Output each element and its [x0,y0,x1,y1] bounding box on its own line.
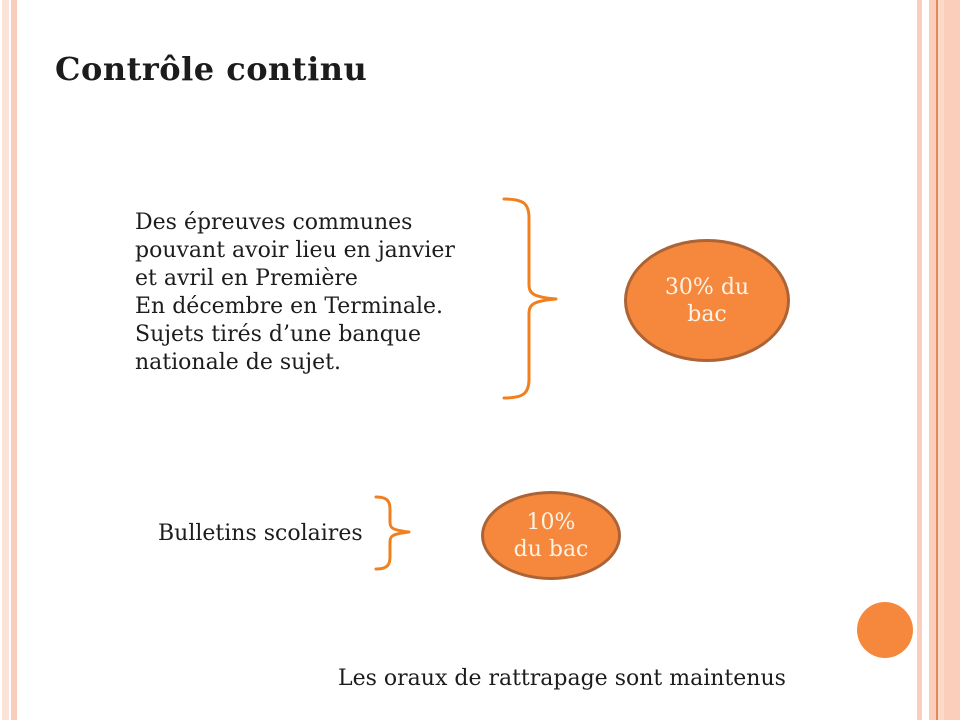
right-border-thin-stripe [917,0,922,720]
exam-description-line: Des épreuves communes [135,210,413,235]
right-brace-icon [502,197,558,400]
left-border-outer-stripe [2,0,9,720]
slide-title: Contrôle continu [55,50,368,88]
left-border-inner-stripe [11,0,17,720]
exam-description-line: nationale de sujet. [135,350,341,375]
exam-description: Des épreuves communes pouvant avoir lieu… [135,209,455,377]
footer-note: Les oraux de rattrapage sont maintenus [338,666,786,691]
badge-30-percent: 30% du bac [624,239,790,362]
exam-description-line: pouvant avoir lieu en janvier [135,238,455,263]
badge-10-percent-line: 10% [526,509,576,535]
decorative-circle [857,602,913,658]
exam-description-line: Sujets tirés d’une banque [135,322,421,347]
badge-30-percent-line: bac [687,301,727,327]
exam-description-line: et avril en Première [135,266,358,291]
badge-10-percent-line: du bac [513,536,589,562]
right-border-band [929,0,960,720]
exam-description-line: En décembre en Terminale. [135,294,444,319]
right-brace-icon [374,495,411,571]
badge-30-percent-line: 30% du [664,274,750,300]
badge-10-percent: 10% du bac [481,491,621,580]
bulletins-label: Bulletins scolaires [158,521,363,546]
